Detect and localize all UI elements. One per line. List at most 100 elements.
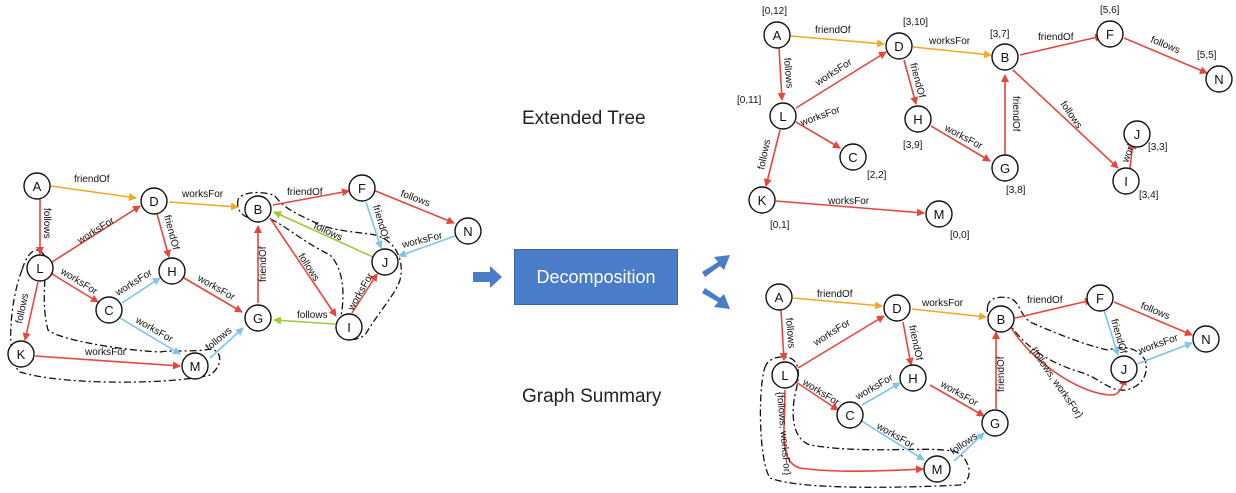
svg-text:L: L — [781, 368, 788, 383]
summary-cluster-outline-right — [986, 296, 1147, 391]
arrow-to-decomposition — [473, 266, 502, 288]
node-i: I — [335, 313, 363, 341]
edge-label: worksFor — [874, 421, 917, 452]
tree-node-j: J — [1123, 120, 1151, 148]
original-graph: friendOf follows worksFor worksFor frien… — [7, 172, 482, 383]
svg-text:A: A — [775, 290, 784, 305]
svg-text:M: M — [190, 359, 201, 374]
svg-text:L: L — [36, 261, 43, 276]
edge-label: worksFor — [938, 379, 981, 410]
node-g: G — [244, 304, 272, 332]
edge-label: follows — [41, 208, 52, 239]
svg-text:A: A — [33, 179, 42, 194]
edge-label: friendOf — [161, 214, 181, 251]
tree-node-g: G — [991, 154, 1019, 182]
svg-text:J: J — [1121, 362, 1128, 377]
interval-m: [0,0] — [950, 230, 970, 241]
edge-label: friendOf — [258, 246, 269, 282]
svg-text:B: B — [254, 202, 263, 217]
edge-label: follows — [948, 431, 979, 458]
interval-f: [5,6] — [1100, 5, 1120, 16]
tree-node-l: L — [769, 102, 797, 130]
svg-text:M: M — [934, 207, 945, 222]
tree-node-f: F — [1096, 20, 1124, 48]
interval-b: [3,7] — [990, 29, 1010, 40]
svg-text:J: J — [382, 255, 389, 270]
summary-node-g: G — [981, 409, 1009, 437]
graph-summary: friendOf follows worksFor worksFor frien… — [759, 283, 1220, 488]
edge-label: follows — [297, 310, 328, 321]
interval-j: [3,3] — [1148, 142, 1168, 153]
edge-label: worksFor — [928, 36, 971, 47]
edge-label: worksFor — [942, 122, 985, 152]
arrow-to-summary — [702, 288, 730, 309]
summary-node-m: M — [923, 455, 951, 483]
tree-node-m: M — [925, 200, 953, 228]
extended-tree: friendOf follows worksFor worksFor frien… — [737, 5, 1233, 241]
tree-node-d: D — [885, 32, 913, 60]
summary-node-j: J — [1110, 355, 1138, 383]
edge-label: worksFor — [1136, 332, 1180, 357]
interval-l: [0,11] — [737, 95, 761, 106]
tree-node-i: I — [1112, 167, 1140, 195]
arrow-to-tree — [702, 255, 730, 277]
svg-text:D: D — [894, 39, 903, 54]
node-k: K — [7, 340, 35, 368]
summary-node-l: L — [771, 361, 799, 389]
svg-text:G: G — [990, 416, 1000, 431]
edge-label: friendOf — [1027, 295, 1063, 306]
edge-label: friendOf — [1038, 32, 1074, 43]
node-b: B — [244, 195, 272, 223]
svg-text:C: C — [848, 150, 857, 165]
svg-text:K: K — [758, 193, 767, 208]
edge-label: friendOf — [287, 187, 323, 198]
svg-text:C: C — [845, 408, 854, 423]
edge-label: worksFor — [798, 104, 842, 129]
cluster-outline-left — [10, 249, 221, 383]
tree-node-c: C — [839, 143, 867, 171]
decomposition-label: Decomposition — [536, 266, 656, 287]
edge-label: worksFor — [181, 189, 224, 200]
summary-node-f: F — [1086, 284, 1114, 312]
svg-text:C: C — [104, 303, 113, 318]
interval-a: [0,12] — [762, 6, 787, 17]
edge-label: friendOf — [1010, 96, 1021, 132]
graph-summary-label: Graph Summary — [522, 386, 662, 407]
svg-text:N: N — [1214, 72, 1223, 87]
summary-node-a: A — [765, 283, 793, 311]
svg-text:L: L — [779, 109, 786, 124]
svg-text:J: J — [1134, 127, 1141, 142]
node-h: H — [158, 257, 186, 285]
edge-label: friendOf — [996, 356, 1007, 392]
svg-text:F: F — [1106, 27, 1114, 42]
svg-text:F: F — [358, 181, 366, 196]
svg-text:K: K — [17, 347, 26, 362]
tree-node-n: N — [1205, 65, 1233, 93]
decomposition-box: Decomposition — [514, 249, 678, 305]
svg-text:H: H — [908, 371, 917, 386]
edge-label: worksFor — [827, 196, 870, 207]
edge-label: worksFor — [346, 271, 377, 314]
interval-n: [5,5] — [1197, 50, 1217, 61]
svg-text:D: D — [892, 301, 901, 316]
svg-text:G: G — [253, 311, 263, 326]
interval-c: [2,2] — [867, 170, 887, 181]
node-d: D — [140, 187, 168, 215]
node-m: M — [181, 352, 209, 380]
interval-i: [3,4] — [1139, 190, 1159, 201]
svg-text:G: G — [1000, 161, 1010, 176]
interval-g: [3,8] — [1006, 185, 1026, 196]
edge-label: follows — [312, 221, 344, 244]
interval-k: [0,1] — [770, 220, 790, 231]
extended-tree-label: Extended Tree — [522, 108, 646, 129]
svg-text:N: N — [1201, 332, 1210, 347]
summary-node-n: N — [1192, 325, 1220, 353]
summary-node-h: H — [899, 364, 927, 392]
svg-text:I: I — [1124, 174, 1128, 189]
node-a: A — [23, 172, 51, 200]
svg-text:H: H — [913, 112, 922, 127]
interval-d: [3,10] — [903, 17, 928, 28]
edge-label: follows — [783, 317, 797, 348]
tree-node-h: H — [904, 105, 932, 133]
